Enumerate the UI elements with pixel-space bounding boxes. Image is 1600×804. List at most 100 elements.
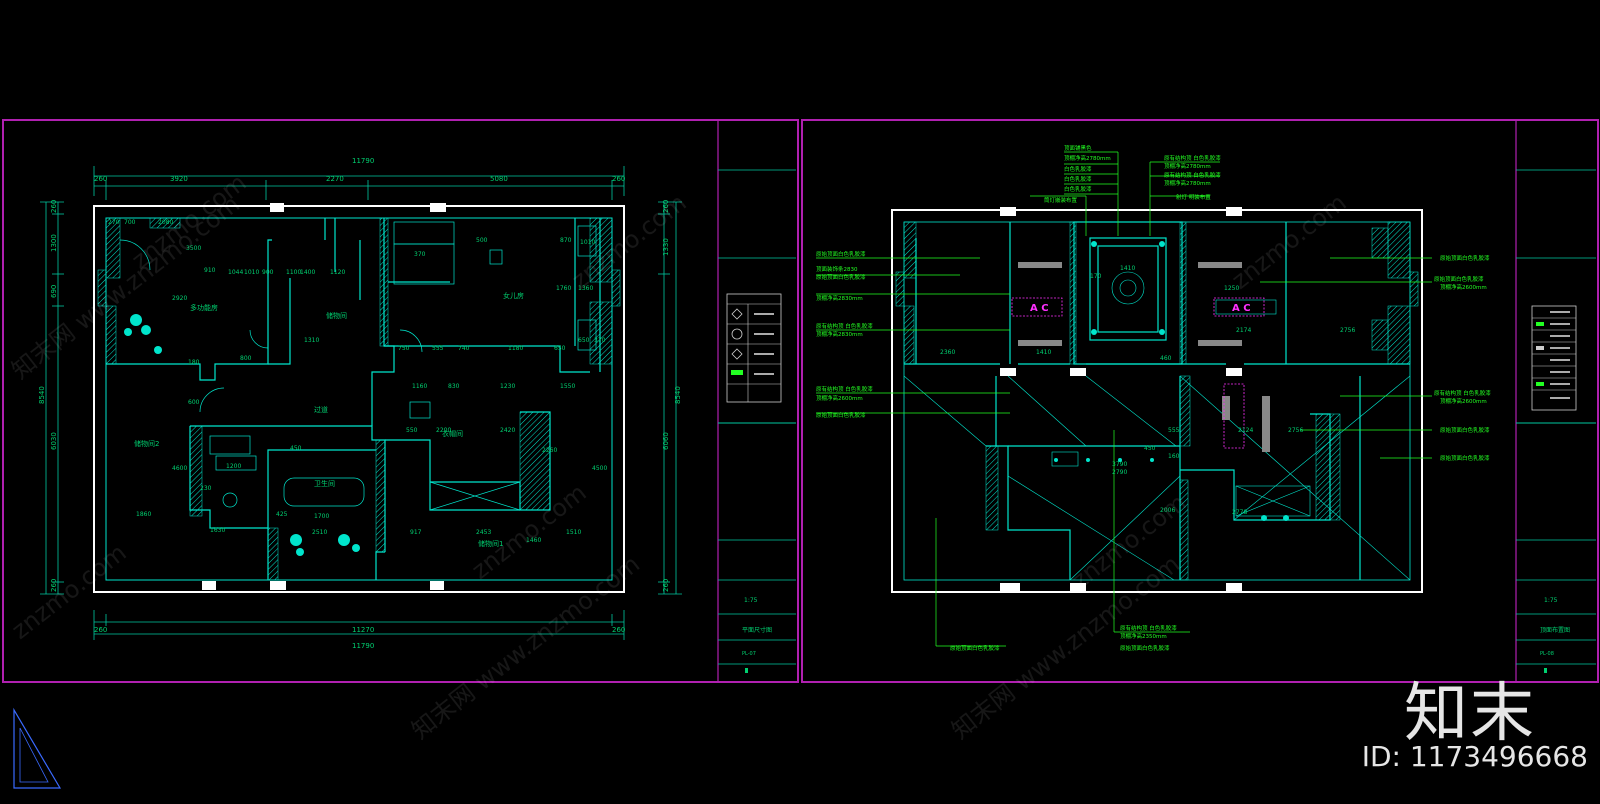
dimension-label: 1120 bbox=[330, 269, 345, 276]
dimension-label: 700 bbox=[124, 219, 136, 226]
ceiling-plan-walls: A C A C bbox=[891, 207, 1423, 593]
note-left-7: 原有结构顶 白色乳胶漆 bbox=[816, 385, 873, 393]
dim-right-seg-3: 6060 bbox=[662, 432, 670, 450]
dimension-label: 1160 bbox=[412, 383, 427, 390]
legend-box-right bbox=[1531, 305, 1577, 411]
note-top-6: 筒灯嵌装布置 bbox=[1044, 196, 1078, 204]
room-label-girl: 女儿房 bbox=[503, 291, 524, 300]
note-bottom-3: 顶棚净高2350mm bbox=[1120, 632, 1167, 640]
room-label-storage2: 储物间2 bbox=[134, 439, 159, 448]
note-top-2: 顶棚净高2780mm bbox=[1064, 154, 1111, 162]
dimension-label: 1550 bbox=[560, 383, 575, 390]
watermark-layer: znzmo.com znzmo.com znzmo.com znzmo.com … bbox=[6, 168, 1351, 744]
dimension-label: 2360 bbox=[940, 349, 955, 356]
dim-right-seg-2: 1330 bbox=[662, 238, 670, 256]
dimension-label: 2174 bbox=[1236, 327, 1251, 334]
legend-box-left bbox=[726, 293, 782, 403]
dimension-label: 1230 bbox=[500, 383, 515, 390]
left-sheet-no: PL-07 bbox=[742, 651, 756, 657]
watermark-7: 知末网 www.znzmo.com bbox=[406, 550, 645, 745]
right-sheet-no: PL-08 bbox=[1540, 651, 1554, 657]
note-left-2: 顶面装饰条2830 bbox=[816, 265, 858, 273]
dimension-label: 2510 bbox=[312, 529, 327, 536]
dimension-label: 2756 bbox=[1288, 427, 1303, 434]
dim-bottom-end-2: 260 bbox=[612, 626, 625, 634]
dimension-label: 1360 bbox=[578, 285, 593, 292]
dimension-label: 750 bbox=[398, 345, 410, 352]
room-label-corridor: 过道 bbox=[314, 405, 328, 414]
dimension-label: 2006 bbox=[1160, 507, 1175, 514]
dimension-label: 870 bbox=[560, 237, 572, 244]
note-right-3: 顶棚净高2600mm bbox=[1440, 283, 1487, 291]
dimension-label: 650 bbox=[554, 345, 566, 352]
note-bottom-4: 原始顶面白色乳胶漆 bbox=[1120, 644, 1170, 652]
dimension-label: 1180 bbox=[508, 345, 523, 352]
dim-bottom-end-1: 260 bbox=[94, 626, 107, 634]
note-top-1: 顶面铺黑色 bbox=[1064, 144, 1092, 152]
dimension-label: 1410 bbox=[1036, 349, 1051, 356]
dimension-label: 740 bbox=[458, 345, 470, 352]
dimension-label: 370 bbox=[594, 337, 606, 344]
dimension-label: 650 bbox=[578, 337, 590, 344]
room-label-storage3: 储物间1 bbox=[478, 539, 503, 548]
sheet-frame-left bbox=[2, 119, 799, 683]
dim-overall-bottom: 11790 bbox=[352, 642, 374, 650]
note-left-8: 顶棚净高2600mm bbox=[816, 394, 863, 402]
dimension-label: 900 bbox=[262, 269, 274, 276]
dimension-label: 555 bbox=[1168, 427, 1180, 434]
dim-top-seg-1: 260 bbox=[94, 175, 107, 183]
dimension-label: 160 bbox=[1168, 453, 1180, 460]
dimension-label: 550 bbox=[406, 427, 418, 434]
room-label-cloak: 衣帽间 bbox=[442, 429, 463, 438]
dimension-label: 270 bbox=[108, 219, 120, 226]
note-right-7: 原始顶面白色乳胶漆 bbox=[1440, 454, 1490, 462]
dimension-label: 1510 bbox=[566, 529, 581, 536]
dimension-label: 1010 bbox=[580, 239, 595, 246]
note-left-4: 顶棚净高2830mm bbox=[816, 294, 863, 302]
note-bottom-2: 原有结构顶 白色乳胶漆 bbox=[1120, 624, 1177, 632]
note-left-1: 原始顶面白色乳胶漆 bbox=[816, 250, 866, 258]
dim-overall-top: 11790 bbox=[352, 157, 374, 165]
dimension-label: 917 bbox=[410, 529, 422, 536]
note-top-4: 白色乳胶漆 bbox=[1064, 175, 1092, 183]
dimension-label: 1310 bbox=[304, 337, 319, 344]
floor-plan-walls bbox=[93, 203, 625, 593]
dimension-label: 800 bbox=[240, 355, 252, 362]
dimension-label: 600 bbox=[188, 399, 200, 406]
dimension-label: 2080 bbox=[158, 219, 173, 226]
right-scale: 1:75 bbox=[1544, 597, 1558, 604]
dim-top-seg-4: 5080 bbox=[490, 175, 508, 183]
dimension-label: 2420 bbox=[500, 427, 515, 434]
dimension-label: 2260 bbox=[542, 447, 557, 454]
dim-left-seg-1: 260 bbox=[50, 200, 58, 213]
left-scale: 1:75 bbox=[744, 597, 758, 604]
note-left-3: 原始顶面白色乳胶漆 bbox=[816, 273, 866, 281]
dim-top-seg-2: 3920 bbox=[170, 175, 188, 183]
note-right-4: 原有结构顶 白色乳胶漆 bbox=[1434, 389, 1491, 397]
dimension-label: 1250 bbox=[1224, 285, 1239, 292]
dimension-label: 2124 bbox=[1238, 427, 1253, 434]
dimension-label: 2200 bbox=[436, 427, 451, 434]
dimension-label: 2453 bbox=[476, 529, 491, 536]
note-right-2: 原始顶面白色乳胶漆 bbox=[1434, 275, 1484, 283]
right-title-stamp: 顶面布置图 bbox=[1540, 626, 1570, 634]
dimension-label: 3500 bbox=[186, 245, 201, 252]
dimension-label: 180 bbox=[188, 359, 200, 366]
dimension-label: 1010 bbox=[244, 269, 259, 276]
image-id: ID: 1173496668 bbox=[1361, 740, 1588, 773]
triangle-marker-icon bbox=[13, 707, 62, 789]
dimension-label: 4500 bbox=[592, 465, 607, 472]
room-label-storage1: 储物间 bbox=[326, 311, 347, 320]
note-top-5: 白色乳胶漆 bbox=[1064, 185, 1092, 193]
dimension-label: 1460 bbox=[526, 537, 541, 544]
note-top-right-3: 原有结构顶 白色乳胶漆 bbox=[1164, 171, 1221, 179]
dim-left-seg-5: 260 bbox=[50, 579, 58, 592]
dim-right-seg-1: 260 bbox=[662, 200, 670, 213]
dim-left-height: 8540 bbox=[38, 386, 46, 404]
dimension-label: 1410 bbox=[1120, 265, 1135, 272]
dimension-label: 2790 bbox=[1112, 469, 1127, 476]
dimension-label: 500 bbox=[476, 237, 488, 244]
floor-plan-sheet: 1:75 平面尺寸图 PL-07 bbox=[2, 119, 799, 683]
